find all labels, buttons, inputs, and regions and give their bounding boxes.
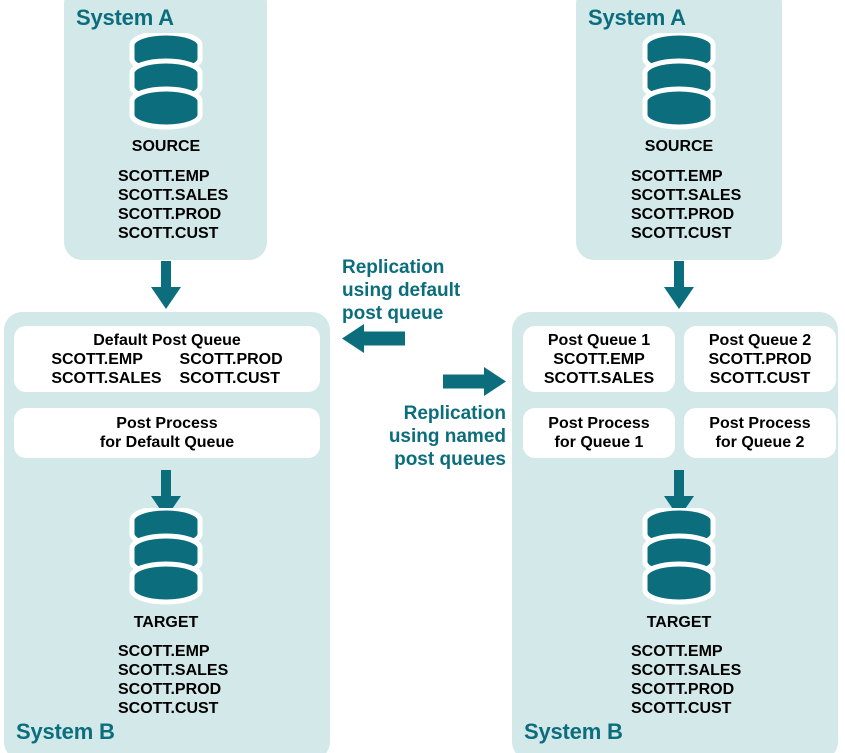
right-source-table-list: SCOTT.EMP SCOTT.SALES SCOTT.PROD SCOTT.C… — [631, 167, 741, 243]
center-left-caption: Replication using default post queue — [342, 256, 460, 325]
post-queue-1-box: Post Queue 1 SCOTT.EMP SCOTT.SALES — [523, 326, 675, 392]
left-source-db-caption: SOURCE — [131, 138, 201, 155]
table-item: SCOTT.EMP — [118, 168, 210, 185]
right-source-database-icon — [639, 33, 719, 133]
center-right-caption: Replication using named post queues — [306, 402, 506, 471]
table-item: SCOTT.CUST — [118, 700, 219, 717]
left-target-panel-label: System B — [16, 719, 115, 744]
default-post-queue-title: Default Post Queue — [93, 332, 241, 349]
table-item: SCOTT.SALES — [631, 662, 742, 679]
post-queue-2-title: Post Queue 2 — [708, 332, 812, 349]
post-process-2-line-1: Post Process — [709, 415, 811, 432]
right-arrow-source-to-queue — [664, 261, 694, 309]
post-process-1-line-2: for Queue 1 — [554, 434, 644, 451]
left-target-db-caption: TARGET — [133, 614, 199, 631]
default-post-queue-column-2: SCOTT.PROD SCOTT.CUST — [180, 350, 283, 388]
right-target-database-icon — [639, 508, 719, 608]
right-source-panel-label: System A — [588, 5, 686, 30]
table-item: SCOTT.EMP — [631, 168, 723, 185]
right-target-panel-label: System B — [524, 719, 623, 744]
post-process-2-box: Post Process for Queue 2 — [684, 408, 836, 458]
table-item: SCOTT.PROD — [631, 206, 735, 223]
right-arrow-process-to-db — [664, 470, 694, 518]
table-item: SCOTT.PROD — [118, 206, 222, 223]
table-item: SCOTT.CUST — [631, 700, 732, 717]
table-item: SCOTT.SALES — [631, 187, 742, 204]
default-post-process-box: Post Process for Default Queue — [14, 408, 320, 458]
center-right-caption-line-3: post queues — [394, 449, 506, 470]
table-item: SCOTT.PROD — [631, 681, 735, 698]
table-item: SCOTT.PROD — [118, 681, 222, 698]
center-left-caption-line-3: post queue — [342, 303, 444, 324]
left-arrow-process-to-db — [151, 470, 181, 518]
table-item: SCOTT.EMP — [631, 643, 723, 660]
right-source-db-caption: SOURCE — [644, 138, 714, 155]
center-right-caption-line-2: using named — [388, 426, 506, 447]
table-item: SCOTT.SALES — [118, 187, 229, 204]
table-item: SCOTT.EMP — [553, 351, 645, 368]
right-target-table-list: SCOTT.EMP SCOTT.SALES SCOTT.PROD SCOTT.C… — [631, 642, 741, 718]
post-queue-2-box: Post Queue 2 SCOTT.PROD SCOTT.CUST — [684, 326, 836, 392]
default-post-queue-box: Default Post Queue SCOTT.EMP SCOTT.SALES… — [14, 326, 320, 392]
arrow-left-icon — [342, 324, 405, 353]
table-item: SCOTT.CUST — [118, 225, 219, 242]
post-process-1-box: Post Process for Queue 1 — [523, 408, 675, 458]
left-arrow-source-to-queue — [151, 261, 181, 309]
table-item: SCOTT.PROD — [708, 351, 812, 368]
post-process-2-line-2: for Queue 2 — [715, 434, 805, 451]
default-post-queue-columns: SCOTT.EMP SCOTT.SALES SCOTT.PROD SCOTT.C… — [14, 350, 320, 388]
default-post-process-line-1: Post Process — [116, 415, 218, 432]
center-right-caption-line-1: Replication — [403, 403, 506, 424]
default-post-queue-column-1: SCOTT.EMP SCOTT.SALES — [51, 350, 161, 388]
table-item: SCOTT.CUST — [631, 225, 732, 242]
table-item: SCOTT.EMP — [118, 643, 210, 660]
table-item: SCOTT.SALES — [51, 370, 162, 387]
center-left-caption-line-1: Replication — [342, 257, 445, 278]
default-post-process-line-2: for Default Queue — [99, 434, 235, 451]
table-item: SCOTT.EMP — [51, 351, 143, 368]
left-source-table-list: SCOTT.EMP SCOTT.SALES SCOTT.PROD SCOTT.C… — [118, 167, 228, 243]
arrow-right-icon — [443, 367, 506, 396]
center-left-caption-line-2: using default — [342, 280, 461, 301]
left-target-table-list: SCOTT.EMP SCOTT.SALES SCOTT.PROD SCOTT.C… — [118, 642, 228, 718]
left-source-panel-label: System A — [76, 5, 174, 30]
table-item: SCOTT.PROD — [179, 351, 283, 368]
table-item: SCOTT.CUST — [179, 370, 280, 387]
left-source-database-icon — [126, 33, 206, 133]
right-target-db-caption: TARGET — [646, 614, 712, 631]
table-item: SCOTT.CUST — [709, 370, 811, 387]
table-item: SCOTT.SALES — [543, 370, 655, 387]
post-queue-1-title: Post Queue 1 — [547, 332, 651, 349]
table-item: SCOTT.SALES — [118, 662, 229, 679]
post-process-1-line-1: Post Process — [548, 415, 650, 432]
left-target-database-icon — [126, 508, 206, 608]
